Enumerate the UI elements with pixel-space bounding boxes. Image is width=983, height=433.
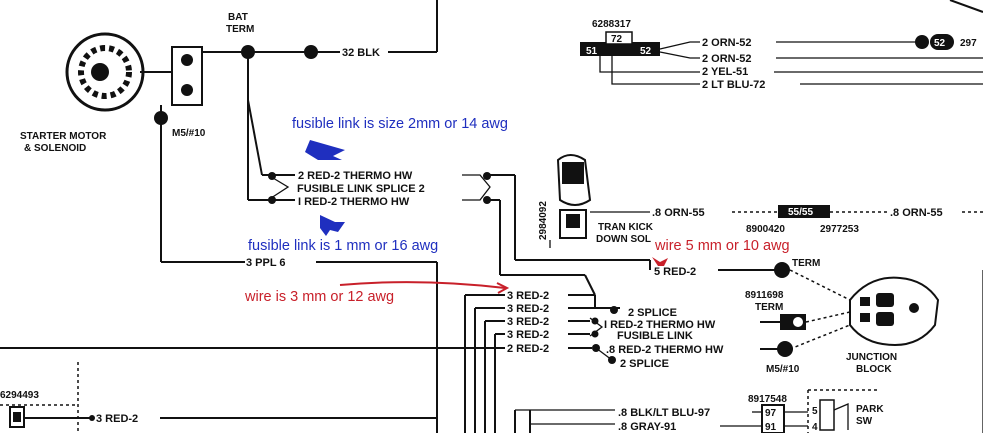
m5-right-node bbox=[777, 341, 793, 357]
wire-label-lt-blu-72: 2 LT BLU-72 bbox=[702, 79, 765, 91]
wire-label-red2-thermo-top: 2 RED-2 THERMO HW bbox=[298, 170, 413, 182]
part-8911698: 8911698 bbox=[745, 290, 784, 301]
pin-5: 5 bbox=[812, 406, 818, 417]
part-89175: 8917548 bbox=[748, 394, 787, 405]
connector-pin-72: 72 bbox=[611, 34, 623, 45]
annotation-fusible-1mm: fusible link is 1 mm or 16 awg bbox=[248, 238, 438, 254]
wire-label-red-3e: 3 RED-2 bbox=[96, 413, 138, 425]
connector-pin-52: 52 bbox=[640, 46, 652, 57]
tran-kick-label-1: TRAN KICK bbox=[598, 222, 654, 233]
wire-label-orn55-a: .8 ORN-55 bbox=[652, 207, 705, 219]
starter-label-2: & SOLENOID bbox=[24, 143, 86, 154]
wire-label-red2-thermo-low: .8 RED-2 THERMO HW bbox=[606, 344, 724, 356]
term-right-node bbox=[774, 262, 790, 278]
junction-block-label-2: BLOCK bbox=[856, 364, 892, 375]
term-right-label: TERM bbox=[792, 258, 820, 269]
annotation-fusible-2mm: fusible link is size 2mm or 14 awg bbox=[292, 116, 508, 132]
wire-label-orn-52-b: 2 ORN-52 bbox=[702, 53, 752, 65]
pin-4: 4 bbox=[812, 422, 818, 433]
pin-97: 97 bbox=[765, 408, 777, 419]
tran-kick-down-sol-symbol bbox=[556, 154, 592, 239]
annotation-wire-3mm: wire is 3 mm or 12 awg bbox=[244, 289, 394, 305]
starter-label-1: STARTER MOTOR bbox=[20, 131, 107, 142]
junction-block-symbol bbox=[849, 276, 940, 347]
term-2-label: TERM bbox=[755, 302, 783, 313]
wire-label-red-3d: 3 RED-2 bbox=[507, 329, 549, 341]
connector-55-55: 55/55 bbox=[788, 207, 813, 218]
m5-right-label: M5/#10 bbox=[766, 364, 800, 375]
wire-label-red2-5: 5 RED-2 bbox=[654, 266, 696, 278]
tran-kick-label-2: DOWN SOL bbox=[596, 234, 651, 245]
wire-label-ppl-3: 3 PPL 6 bbox=[246, 257, 286, 269]
wire-label-blk-32: 32 BLK bbox=[342, 47, 380, 59]
wire-label-splice-a: 2 SPLICE bbox=[628, 307, 677, 319]
blue-arrow-2-icon bbox=[320, 215, 345, 236]
pin-91: 91 bbox=[765, 422, 777, 433]
blue-arrow-1-icon bbox=[305, 140, 345, 160]
connector-pin-51: 51 bbox=[586, 46, 598, 57]
connector-part-6288317: 6288317 bbox=[592, 19, 631, 30]
park-sw-label-2: SW bbox=[856, 416, 873, 427]
wire-label-blk-lt-blu: .8 BLK/LT BLU-97 bbox=[618, 407, 710, 419]
wire-label-orn55-b: .8 ORN-55 bbox=[890, 207, 943, 219]
annotation-wire-5mm: wire 5 mm or 10 awg bbox=[654, 238, 790, 254]
wire-label-fusible-splice: FUSIBLE LINK SPLICE 2 bbox=[297, 183, 425, 195]
wire-label-splice-b: 2 SPLICE bbox=[620, 358, 669, 370]
bat-term-label-2: TERM bbox=[226, 24, 254, 35]
wire-label-red-3a: 3 RED-2 bbox=[507, 290, 549, 302]
ref-297: 297 bbox=[960, 38, 977, 49]
bat-term-label-1: BAT bbox=[228, 12, 248, 23]
wire-label-yel-51: 2 YEL-51 bbox=[702, 66, 748, 78]
wire-label-orn-52-a: 2 ORN-52 bbox=[702, 37, 752, 49]
connector-right-part: 8900420 bbox=[746, 224, 785, 235]
red-arrow-icon bbox=[652, 257, 668, 266]
wire-label-red2-thermo-bottom: I RED-2 THERMO HW bbox=[298, 196, 410, 208]
part-6294493: 6294493 bbox=[0, 390, 39, 401]
wire-label-red-3c: 3 RED-2 bbox=[507, 316, 549, 328]
wire-label-gray-91: .8 GRAY-91 bbox=[618, 421, 676, 433]
m5-left-label: M5/#10 bbox=[172, 128, 206, 139]
red-leader-line bbox=[339, 281, 506, 289]
wire-label-red2-thermo-mid: I RED-2 THERMO HW bbox=[604, 319, 716, 331]
wire-label-fusible-link: FUSIBLE LINK bbox=[617, 330, 693, 342]
junction-block-label-1: JUNCTION bbox=[846, 352, 897, 363]
connector-52-right: 52 bbox=[934, 38, 946, 49]
connector-right-part2: 2977253 bbox=[820, 224, 859, 235]
wire-label-red-3b: 3 RED-2 bbox=[507, 303, 549, 315]
park-sw-label-1: PARK bbox=[856, 404, 884, 415]
sensor-2984092: 2984092 bbox=[538, 201, 549, 240]
starter-motor-symbol bbox=[65, 32, 203, 112]
wire-label-red-2: 2 RED-2 bbox=[507, 343, 549, 355]
